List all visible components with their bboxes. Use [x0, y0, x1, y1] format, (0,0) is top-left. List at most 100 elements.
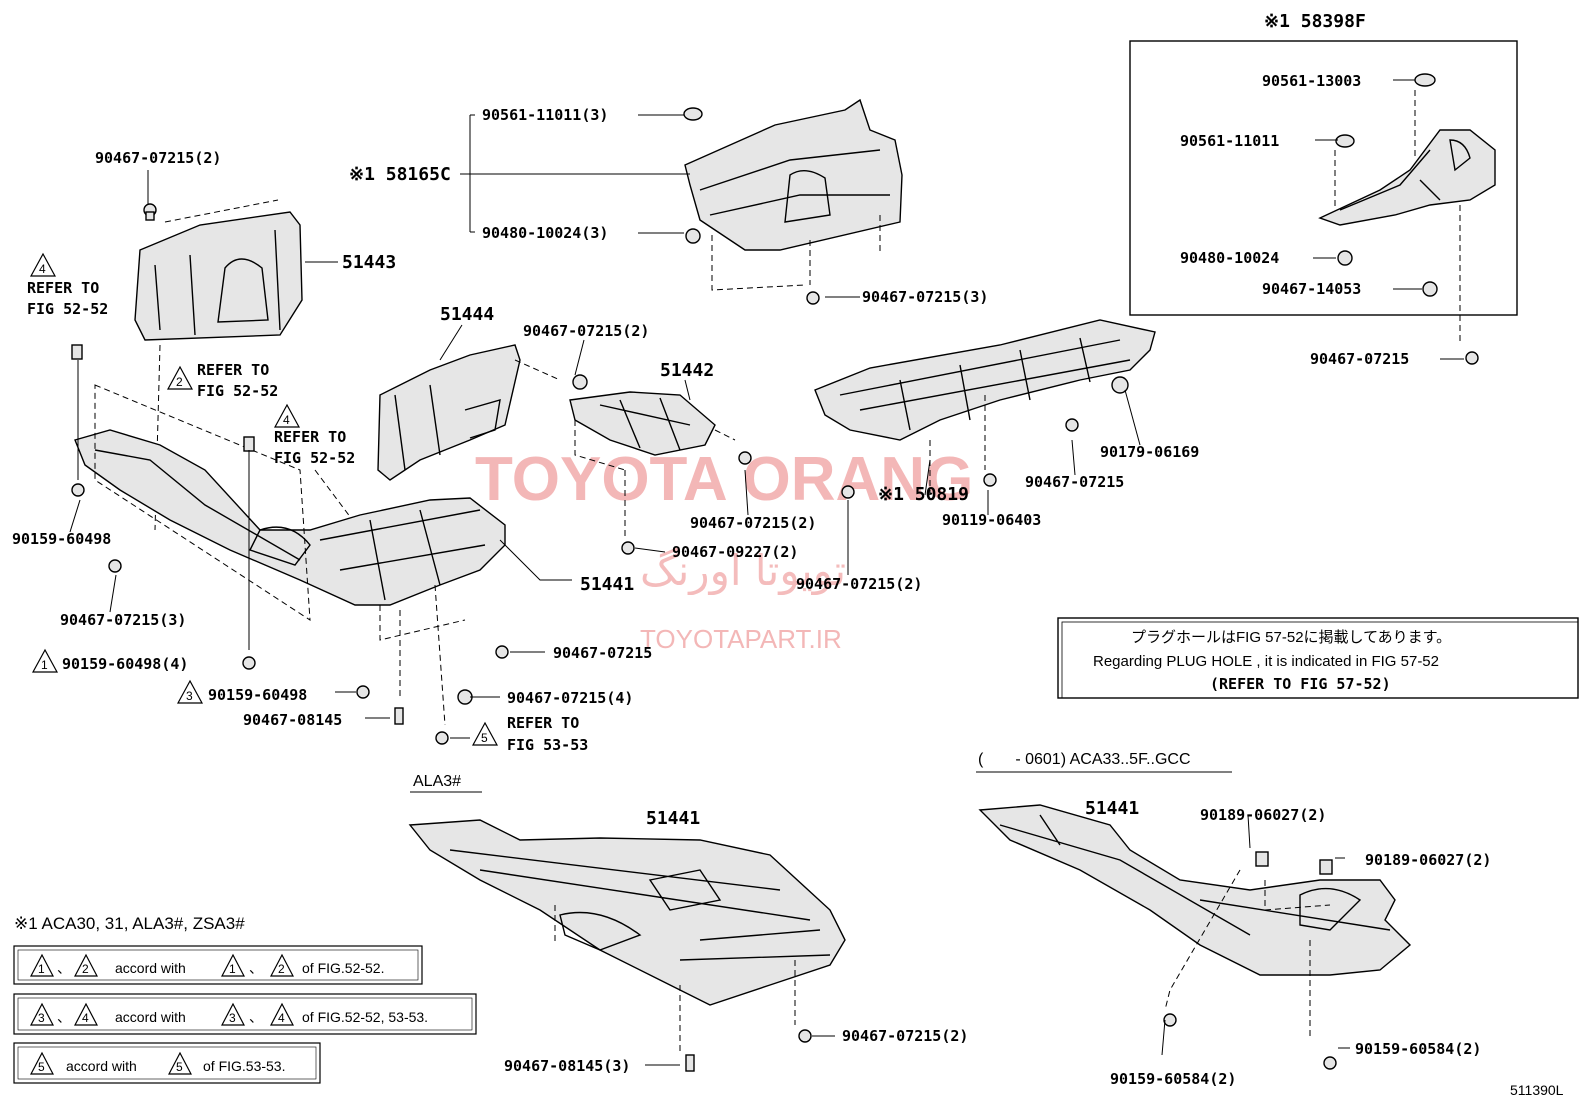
- leader-lines: [69, 79, 1464, 1066]
- fastener-icons: [71, 73, 1479, 1072]
- watermark-main: TOYOTA ORANG: [475, 445, 973, 514]
- warning-triangle-icon: [31, 648, 59, 673]
- note-ref: (REFER TO FIG 57-52): [1210, 675, 1391, 693]
- clip-icon: [394, 707, 404, 725]
- part-label: 90467-07215(2): [842, 1027, 968, 1045]
- svg-text:、: 、: [57, 960, 71, 976]
- bolt-icon: [1337, 250, 1353, 266]
- ref-text: REFER TO: [197, 361, 269, 379]
- svg-text:1: 1: [41, 658, 48, 672]
- plug-hole-note: プラグホールはFIG 57-52に掲載してあります。 Regarding PLU…: [1057, 617, 1579, 699]
- part-label: 51441: [646, 808, 700, 829]
- clip-icon: [572, 374, 588, 390]
- svg-text:2: 2: [82, 962, 89, 976]
- part-label: 90467-08145(3): [504, 1057, 630, 1075]
- part-label: 90467-07215(2): [690, 514, 816, 532]
- part-label: 90561-11011(3): [482, 106, 608, 124]
- part-51443-shape: [134, 199, 303, 531]
- part-label: 51442: [660, 360, 714, 381]
- svg-text:1: 1: [229, 962, 236, 976]
- ref-text: FIG 53-53: [507, 736, 588, 754]
- part-51441-ala-shape: [408, 819, 846, 1055]
- svg-text:5: 5: [481, 731, 488, 745]
- part-label: 90480-10024(3): [482, 224, 608, 242]
- svg-text:3: 3: [38, 1011, 45, 1025]
- svg-text:4: 4: [278, 1011, 285, 1025]
- part-label: ※1 50819: [878, 484, 969, 505]
- clip-icon: [1319, 859, 1333, 875]
- part-label: ※1 58165C: [349, 164, 451, 185]
- plug-icon: [683, 107, 703, 121]
- svg-text:5: 5: [176, 1060, 183, 1074]
- bolt-icon: [1323, 1056, 1337, 1070]
- svg-text:of FIG.53-53.: of FIG.53-53.: [203, 1058, 285, 1074]
- note-en: Regarding PLUG HOLE , it is indicated in…: [1093, 653, 1439, 670]
- part-label: 90467-07215(2): [95, 149, 221, 167]
- svg-text:、: 、: [249, 960, 263, 976]
- part-label: 90159-60584(2): [1355, 1040, 1481, 1058]
- plug-icon: [1335, 134, 1355, 148]
- svg-text:accord with: accord with: [66, 1058, 137, 1074]
- warning-triangle-icon: [176, 679, 204, 704]
- svg-text:3: 3: [186, 689, 193, 703]
- plug-icon: [1414, 73, 1436, 87]
- ref-text: FIG 52-52: [27, 300, 108, 318]
- part-58398f-shape: [1318, 90, 1496, 345]
- part-label: 90119-06403: [942, 511, 1041, 529]
- clip-icon: [1065, 418, 1079, 432]
- warning-triangle-icon: [166, 365, 194, 390]
- part-label: 90467-07215(3): [862, 288, 988, 306]
- part-label: 90159-60584(2): [1110, 1070, 1236, 1088]
- part-label: 51441: [580, 574, 634, 595]
- part-51441-gcc-shape: [978, 804, 1412, 1040]
- part-label: 90179-06169: [1100, 443, 1199, 461]
- part-label: 90467-07215(2): [523, 322, 649, 340]
- clip-icon: [243, 436, 255, 452]
- bolt-icon: [356, 685, 370, 699]
- part-51442-shape: [569, 391, 736, 540]
- ref-triangle-r4: 5 REFER TO FIG 53-53: [471, 714, 588, 754]
- svg-text:accord with: accord with: [115, 960, 186, 976]
- ref-triangle-r3: 4 REFER TO FIG 52-52: [273, 403, 355, 467]
- figure-id: 511390L: [1510, 1082, 1564, 1098]
- clip-icon: [435, 731, 449, 745]
- clip-icon: [108, 559, 122, 573]
- part-label: 51443: [342, 252, 396, 273]
- clip-icon: [798, 1029, 812, 1043]
- part-labels: 90467-07215(2) 51443 90561-11011(3) ※1 5…: [12, 11, 1564, 1098]
- part-58165c-shape: [684, 98, 903, 291]
- clip-icon: [1465, 351, 1479, 365]
- svg-text:、: 、: [249, 1009, 263, 1025]
- bolt-icon: [983, 473, 997, 487]
- clip-icon: [685, 1054, 695, 1072]
- part-label: 90467-07215: [1025, 473, 1124, 491]
- svg-text:5: 5: [38, 1060, 45, 1074]
- ref-text: FIG 52-52: [274, 449, 355, 467]
- clip-icon: [841, 485, 855, 499]
- svg-text:accord with: accord with: [115, 1009, 186, 1025]
- clip-icon: [1255, 851, 1269, 867]
- part-50819-shape: [814, 319, 1156, 495]
- part-label: 51441: [1085, 798, 1139, 819]
- note-jp: プラグホールはFIG 57-52に掲載してあります。: [1131, 629, 1451, 646]
- part-label: 90159-60498: [12, 530, 111, 548]
- part-label: 90467-07215(4): [507, 689, 633, 707]
- part-label: 90561-11011: [1180, 132, 1279, 150]
- clip-icon: [1422, 281, 1438, 297]
- variant-label: ALA3#: [413, 773, 461, 790]
- bolt-icon: [242, 656, 256, 670]
- part-label: 90467-07215: [553, 644, 652, 662]
- warning-triangle-icon: [273, 403, 301, 428]
- bolt-icon: [685, 228, 701, 244]
- clip-icon: [71, 483, 85, 497]
- ref-triangle-r2: 2 REFER TO FIG 52-52: [166, 361, 278, 400]
- legend-title: ※1 ACA30, 31, ALA3#, ZSA3#: [14, 914, 245, 933]
- svg-text:4: 4: [283, 413, 290, 427]
- svg-text:of FIG.52-52, 53-53.: of FIG.52-52, 53-53.: [302, 1009, 428, 1025]
- part-label: 51444: [440, 304, 494, 325]
- ref-text: REFER TO: [274, 428, 346, 446]
- watermark: TOYOTA ORANG تویوتا اورنگ TOYOTAPART.IR: [475, 445, 973, 654]
- part-label: 90159-60498(4): [62, 655, 188, 673]
